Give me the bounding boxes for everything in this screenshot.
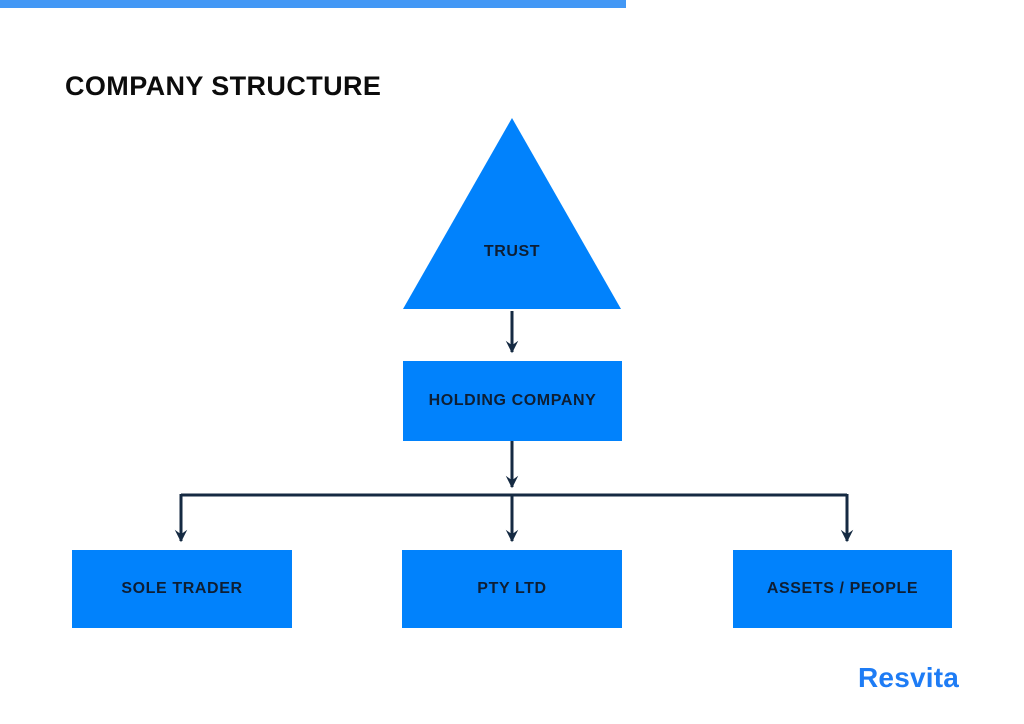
trust-triangle-shape [403, 118, 621, 309]
node-holding-company: HOLDING COMPANY [403, 361, 622, 441]
node-holding-company-label: HOLDING COMPANY [428, 392, 597, 409]
node-pty-ltd-label: PTY LTD [477, 580, 547, 597]
node-assets-people-label: ASSETS / PEOPLE [766, 580, 919, 597]
header-accent-line-right [0, 0, 626, 8]
node-sole-trader-label: SOLE TRADER [121, 580, 243, 597]
page-title: COMPANY STRUCTURE [65, 71, 382, 101]
node-assets-people: ASSETS / PEOPLE [733, 550, 952, 628]
node-pty-ltd: PTY LTD [402, 550, 622, 628]
node-sole-trader: SOLE TRADER [72, 550, 292, 628]
node-trust-label: TRUST [483, 243, 541, 260]
brand-logo: Resvita [858, 662, 960, 693]
